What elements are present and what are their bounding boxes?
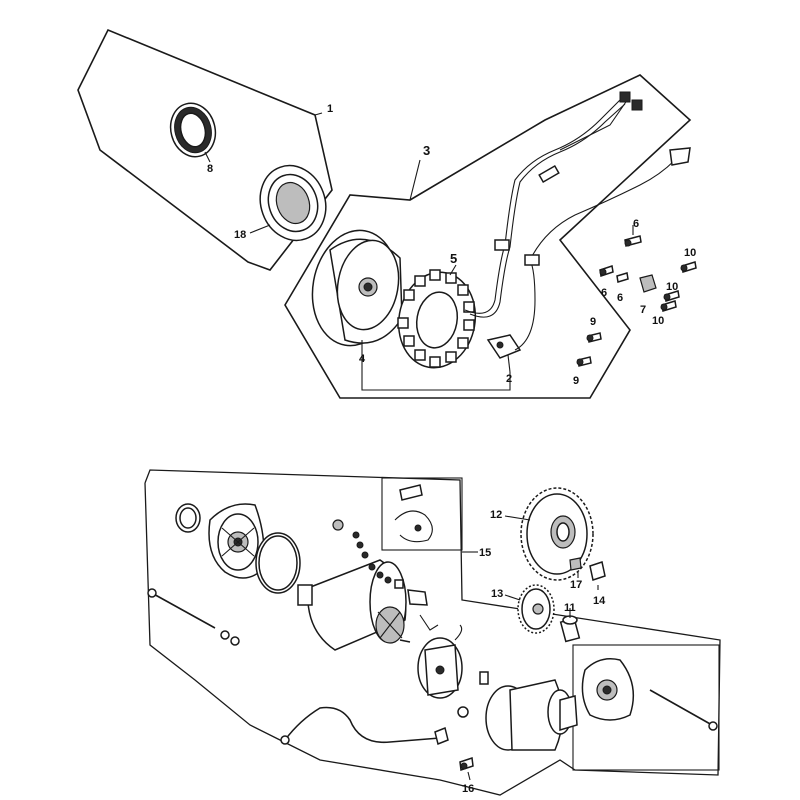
long-bolt-left [147, 588, 240, 646]
callout-13: 13 [491, 588, 503, 600]
bolts-top [576, 225, 697, 367]
starter-motor [297, 559, 411, 651]
starter-cable [280, 706, 449, 746]
callout-8: 8 [207, 163, 213, 175]
callout-4: 4 [359, 353, 366, 365]
callout-18: 18 [234, 229, 246, 241]
callout-6c: 6 [617, 292, 623, 304]
starter-gear-12 [520, 487, 594, 581]
callout-14: 14 [593, 595, 606, 607]
group-3-outline [284, 74, 692, 399]
stator-5 [397, 264, 477, 369]
callout-1: 1 [327, 103, 333, 115]
callout-9a: 9 [590, 316, 596, 328]
callout-16: 16 [462, 783, 474, 795]
callout-3: 3 [423, 143, 430, 158]
callout-11: 11 [564, 602, 576, 614]
brush-holder-plate [417, 624, 463, 699]
front-cover [208, 503, 265, 579]
bottom-assembly: 12 15 13 17 14 11 16 [144, 469, 721, 796]
small-spacer [479, 671, 489, 685]
shaft-pin-11 [559, 615, 581, 643]
flywheel-rotor-4 [311, 229, 403, 385]
wire-harness [464, 91, 691, 351]
callout-10b: 10 [666, 281, 678, 293]
oil-seal-18 [249, 164, 327, 242]
callout-9b: 9 [573, 375, 579, 387]
rear-housing [485, 679, 578, 751]
bearing-8 [169, 102, 217, 163]
top-assembly: 1 3 8 18 5 4 2 6 6 6 7 10 10 10 9 9 [77, 28, 697, 399]
callout-6a: 6 [633, 218, 639, 230]
group-bottom-outline [144, 469, 721, 796]
callout-6b: 6 [601, 287, 607, 299]
callout-15: 15 [479, 547, 491, 559]
small-nut [457, 706, 469, 718]
idle-gear-13 [517, 584, 555, 634]
inset-15-parts [394, 484, 433, 543]
washer-14 [589, 561, 606, 581]
spacer-17 [569, 557, 582, 571]
callout-17: 17 [570, 579, 582, 591]
bolt-16 [459, 756, 474, 772]
callout-12: 12 [490, 509, 502, 521]
pulser-coil-2 [486, 334, 522, 373]
small-parts-column [332, 519, 439, 631]
callout-10c: 10 [652, 315, 664, 327]
reduction-cover [581, 658, 718, 731]
callout-2: 2 [506, 373, 512, 385]
callout-7: 7 [640, 304, 646, 316]
callout-10a: 10 [684, 247, 696, 259]
callout-5: 5 [450, 251, 457, 266]
